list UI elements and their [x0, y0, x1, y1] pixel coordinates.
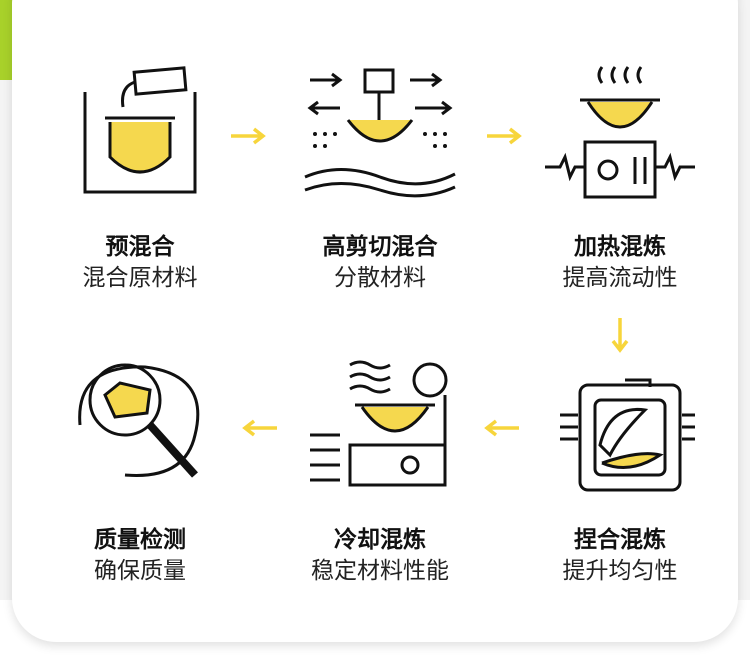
- step-title: 捏合混炼: [574, 527, 666, 553]
- step-subtitle: 混合原材料: [82, 265, 198, 291]
- heating-stove-icon: [545, 66, 695, 199]
- step-title: 预混合: [105, 234, 175, 260]
- step-high-shear-mixing: 高剪切混合 分散材料: [260, 62, 500, 294]
- step-subtitle: 稳定材料性能: [311, 558, 449, 584]
- arrow-left-icon: [242, 419, 277, 437]
- step-cooling-mixing: 冷却混炼 稳定材料性能: [260, 355, 500, 587]
- step-subtitle: 提高流动性: [562, 265, 678, 291]
- step-subtitle: 提升均匀性: [562, 558, 678, 584]
- high-shear-mixer-icon: [304, 68, 456, 198]
- cooling-mixer-icon: [310, 360, 448, 487]
- magnifier-inspection-icon: [78, 363, 200, 478]
- step-title: 加热混炼: [574, 234, 666, 260]
- kneader-icon: [560, 378, 695, 492]
- step-kneading-mixing: 捏合混炼 提升均匀性: [500, 355, 740, 587]
- arrow-left-icon: [484, 419, 519, 437]
- step-subtitle: 分散材料: [334, 265, 426, 291]
- step-subtitle: 确保质量: [94, 558, 186, 584]
- step-quality-inspection: 质量检测 确保质量: [20, 355, 260, 587]
- arrow-right-icon: [231, 127, 266, 145]
- step-title: 冷却混炼: [334, 527, 426, 553]
- step-title: 质量检测: [94, 527, 186, 553]
- step-title: 高剪切混合: [322, 234, 438, 260]
- arrow-down-icon: [611, 318, 629, 353]
- step-heat-mixing: 加热混炼 提高流动性: [500, 62, 740, 294]
- premix-pour-icon: [83, 66, 197, 194]
- step-premix: 预混合 混合原材料: [20, 62, 260, 294]
- arrow-right-icon: [487, 127, 522, 145]
